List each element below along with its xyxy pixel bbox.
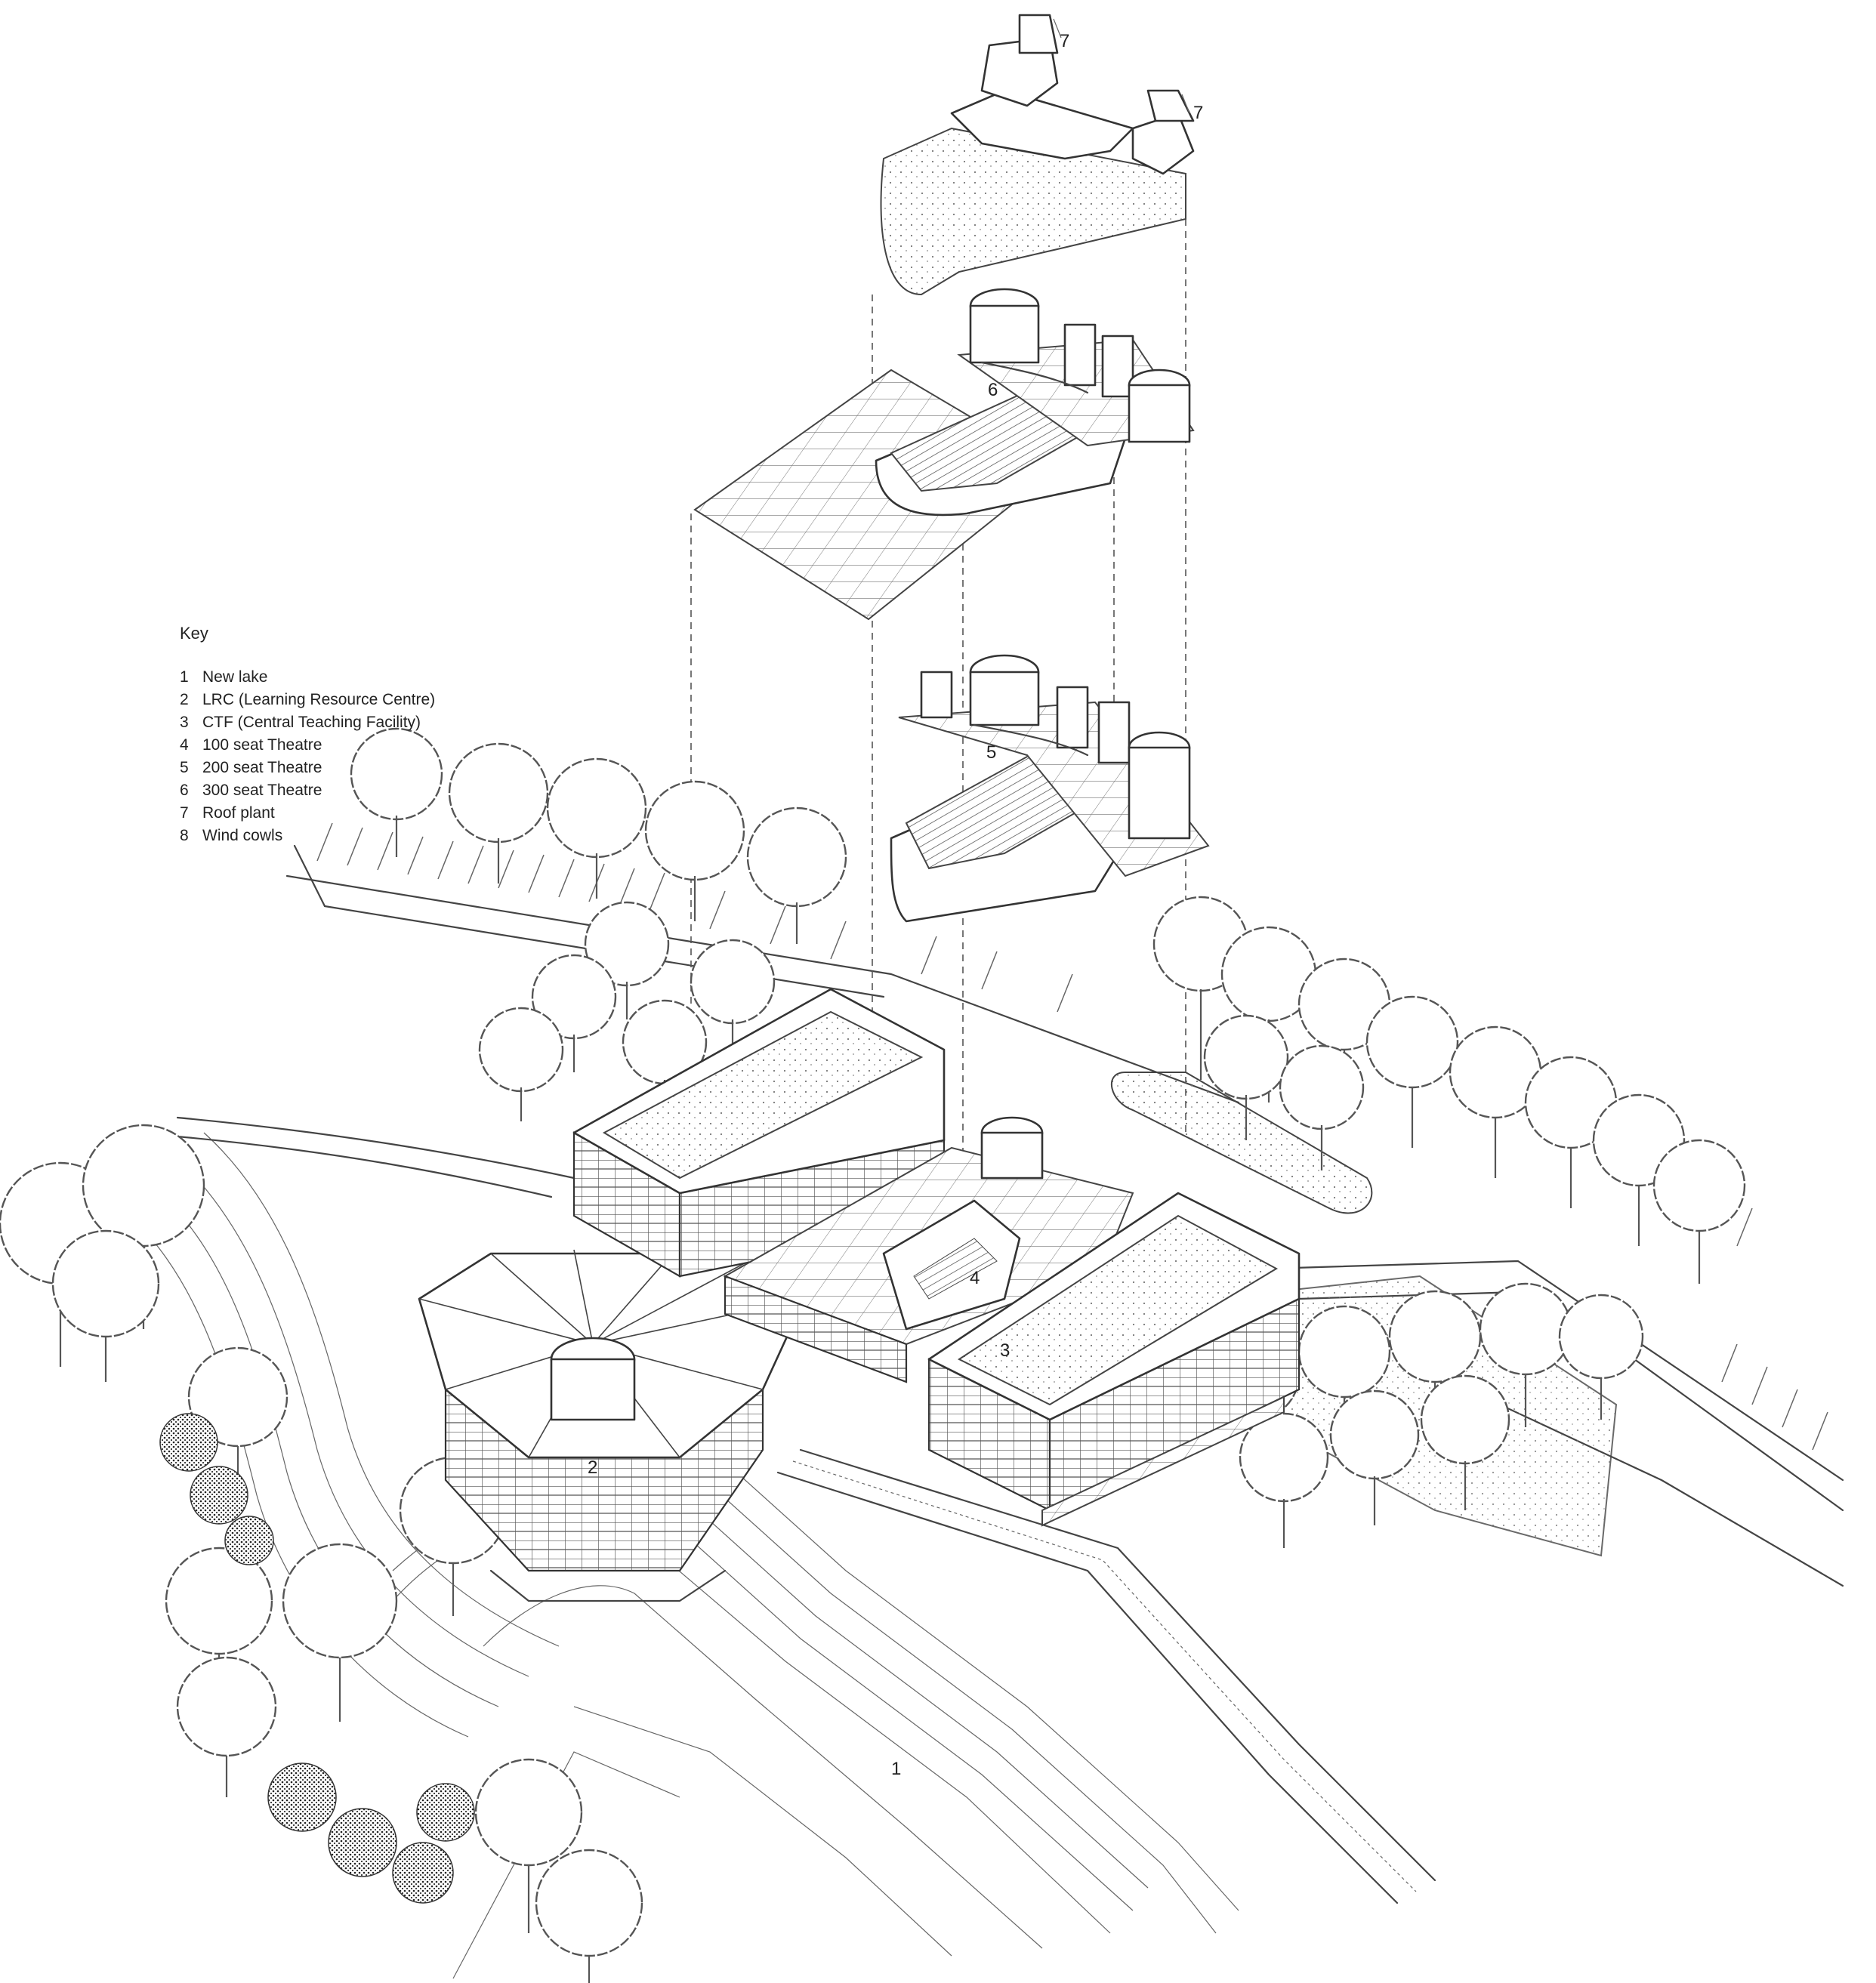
callout-theatre-300: 6 xyxy=(988,380,998,400)
legend-item: 1 New lake xyxy=(180,666,435,689)
tree xyxy=(584,901,670,1019)
tree xyxy=(1203,1014,1289,1140)
tree xyxy=(478,1007,564,1121)
tree xyxy=(690,939,776,1057)
callout-lrc: 2 xyxy=(588,1457,597,1478)
tree xyxy=(644,780,745,921)
legend-item: 2 LRC (Learning Resource Centre) xyxy=(180,689,435,711)
tree xyxy=(176,1656,277,1797)
legend-label: 200 seat Theatre xyxy=(202,759,322,776)
legend-item: 6 300 seat Theatre xyxy=(180,779,435,802)
legend-number: 1 xyxy=(180,668,189,686)
tree xyxy=(1365,995,1459,1148)
legend-number: 8 xyxy=(180,827,189,844)
callout-ctf: 3 xyxy=(1000,1340,1010,1361)
legend-number: 5 xyxy=(180,759,189,776)
callout-labels: 1 2 3 4 5 6 7 7 xyxy=(588,31,1203,1779)
legend-number: 6 xyxy=(180,782,189,799)
legend-title: Key xyxy=(180,624,208,643)
legend-label: LRC (Learning Resource Centre) xyxy=(202,691,436,708)
dark-trees xyxy=(159,1413,475,1904)
legend-number: 3 xyxy=(180,714,189,731)
theatre-200-level xyxy=(890,654,1210,923)
legend-label: 300 seat Theatre xyxy=(202,782,322,799)
tree xyxy=(1279,1044,1365,1170)
tree xyxy=(448,742,549,884)
callout-new-lake: 1 xyxy=(891,1759,901,1779)
legend-number: 2 xyxy=(180,691,189,708)
tree xyxy=(746,806,847,944)
lrc-building xyxy=(418,1249,806,1602)
legend-item: 4 100 seat Theatre xyxy=(180,734,435,757)
callout-theatre-100: 4 xyxy=(970,1268,980,1288)
callout-theatre-200: 5 xyxy=(986,742,996,763)
legend-label: Roof plant xyxy=(202,804,275,822)
tree xyxy=(282,1543,398,1722)
theatre-300-level xyxy=(693,288,1195,621)
tree xyxy=(1239,1412,1329,1548)
tree xyxy=(1558,1294,1644,1420)
legend-item: 7 Roof plant xyxy=(180,802,435,825)
tree xyxy=(1420,1374,1510,1510)
legend-label: 100 seat Theatre xyxy=(202,736,322,754)
tree xyxy=(51,1229,160,1382)
callout-roof-plant-a: 7 xyxy=(1060,31,1069,51)
trees xyxy=(0,727,1746,1983)
tree xyxy=(474,1758,583,1933)
ctf-building xyxy=(927,1192,1301,1527)
tree xyxy=(535,1849,643,1983)
roof-level xyxy=(880,14,1195,296)
legend-number: 7 xyxy=(180,804,189,822)
legend-item: 8 Wind cowls xyxy=(180,825,435,847)
tree xyxy=(546,757,647,899)
tree xyxy=(531,954,617,1072)
legend-item: 3 CTF (Central Teaching Facility) xyxy=(180,711,435,734)
legend-key: Key 1 New lake 2 LRC (Learning Resource Ce… xyxy=(180,622,435,847)
legend-number: 4 xyxy=(180,736,189,754)
legend-label: Wind cowls xyxy=(202,827,283,844)
callout-roof-plant-b: 7 xyxy=(1193,103,1203,123)
tree xyxy=(1652,1139,1746,1284)
legend-label: CTF (Central Teaching Facility) xyxy=(202,714,421,731)
legend-label: New lake xyxy=(202,668,268,686)
legend-item: 5 200 seat Theatre xyxy=(180,757,435,779)
tree xyxy=(350,727,443,857)
tree xyxy=(1329,1389,1420,1525)
